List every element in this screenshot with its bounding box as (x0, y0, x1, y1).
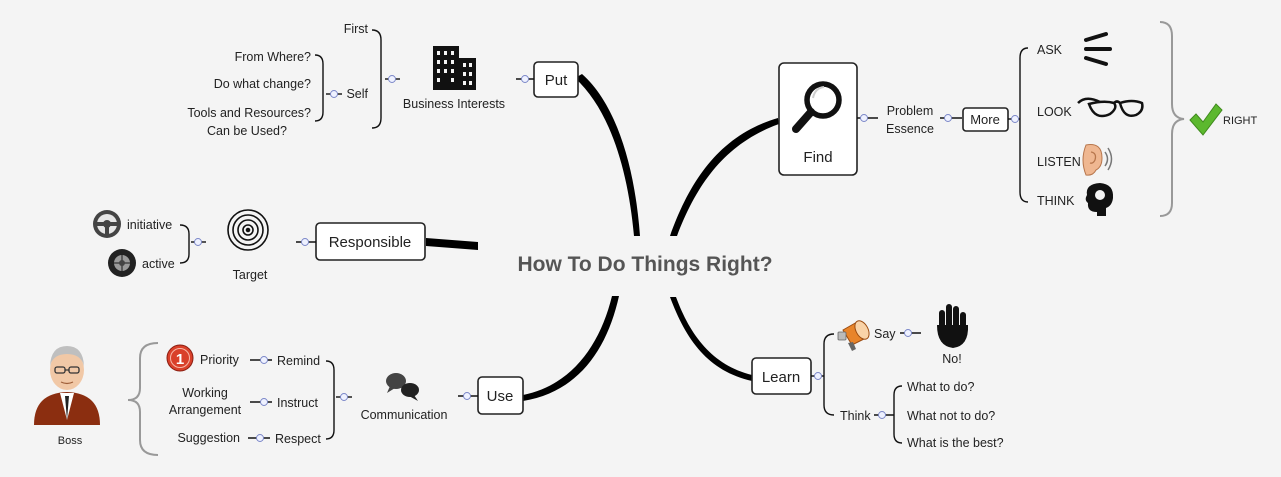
think-label[interactable]: THINK (1037, 194, 1075, 208)
bracket-target (179, 224, 190, 264)
branch-use (523, 296, 619, 401)
working-arrangement-label-line2: Arrangement (169, 403, 242, 417)
bracket-self (314, 54, 324, 122)
responsible-branch: Responsible Target initiative (93, 209, 426, 282)
problem-essence-label-line2: Essence (886, 122, 934, 136)
collapse-toggle-self[interactable] (330, 90, 338, 98)
what-is-best-label[interactable]: What is the best? (907, 436, 1004, 450)
bracket-more (1019, 47, 1029, 203)
collapse-toggle-communication[interactable] (340, 393, 348, 401)
target-label[interactable]: Target (233, 268, 268, 282)
ask-label[interactable]: ASK (1037, 43, 1063, 57)
collapse-toggle-use[interactable] (463, 392, 471, 400)
put-branch: Put Business Interests First Self From W… (187, 22, 579, 138)
tire-icon (108, 249, 136, 277)
stop-hand-icon (937, 304, 969, 348)
find-branch: Find Problem Essence More ASK LOOK LISTE… (778, 21, 1258, 217)
collapse-toggle-target[interactable] (194, 238, 202, 246)
find-label: Find (803, 149, 832, 166)
bracket-business (371, 29, 382, 129)
steering-wheel-icon (93, 210, 121, 238)
boss-avatar-icon (34, 346, 100, 425)
tools-resources-label[interactable]: Tools and Resources? (187, 106, 311, 120)
priority-badge-number: 1 (176, 351, 184, 368)
main-branches (426, 74, 779, 401)
learn-label: Learn (762, 369, 800, 386)
branch-learn (670, 297, 752, 381)
collapse-toggle-learn[interactable] (814, 372, 822, 380)
checkmark-icon (1189, 103, 1223, 136)
collapse-toggle-respect[interactable] (256, 434, 264, 442)
use-branch: Use Communication Remind Instruct Respec… (34, 342, 524, 456)
collapse-toggle-responsible[interactable] (301, 238, 309, 246)
self-label[interactable]: Self (346, 87, 368, 101)
look-label[interactable]: LOOK (1037, 105, 1072, 119)
working-arrangement-label[interactable]: Working (182, 386, 228, 400)
collapse-toggle-say[interactable] (904, 329, 912, 337)
office-building-icon (433, 46, 476, 90)
instruct-label[interactable]: Instruct (277, 396, 319, 410)
priority-label[interactable]: Priority (200, 353, 240, 367)
ear-icon (1082, 144, 1113, 176)
head-icon (1085, 183, 1114, 216)
boss-label[interactable]: Boss (58, 435, 83, 447)
collapse-toggle-business[interactable] (388, 75, 396, 83)
initiative-label[interactable]: initiative (127, 218, 172, 232)
say-label[interactable]: Say (874, 327, 896, 341)
business-interests-label[interactable]: Business Interests (403, 97, 505, 111)
megaphone-icon (837, 320, 870, 351)
central-topic-title[interactable]: How To Do Things Right? (517, 253, 772, 276)
think-learn-label[interactable]: Think (840, 409, 871, 423)
collapse-toggle-think[interactable] (878, 411, 886, 419)
no-label[interactable]: No! (942, 352, 961, 366)
branch-find (670, 118, 779, 236)
branch-put (575, 74, 640, 236)
collapse-toggle-problem[interactable] (944, 114, 952, 122)
from-where-label[interactable]: From Where? (235, 50, 311, 64)
ask-lines-icon (1084, 32, 1112, 66)
target-rings-icon (227, 209, 269, 251)
problem-essence-label[interactable]: Problem (887, 104, 934, 118)
what-not-to-do-label[interactable]: What not to do? (907, 409, 995, 423)
responsible-label: Responsible (329, 234, 412, 251)
collapse-toggle-instruct[interactable] (260, 398, 268, 406)
first-label[interactable]: First (344, 22, 369, 36)
right-brace (1159, 21, 1185, 217)
collapse-toggle-remind[interactable] (260, 356, 268, 364)
collapse-toggle-more[interactable] (1011, 115, 1019, 123)
communication-label[interactable]: Communication (361, 408, 448, 422)
respect-label[interactable]: Respect (275, 432, 321, 446)
glasses-icon (1077, 97, 1144, 118)
collapse-toggle-put[interactable] (521, 75, 529, 83)
magnifier-icon (792, 81, 842, 133)
branch-responsible (426, 238, 478, 250)
bracket-communication (325, 360, 335, 440)
active-label[interactable]: active (142, 257, 175, 271)
bracket-learn (823, 333, 835, 416)
do-what-change-label[interactable]: Do what change? (214, 77, 311, 91)
collapse-toggle-find[interactable] (860, 114, 868, 122)
boss-brace (127, 342, 159, 456)
right-label[interactable]: RIGHT (1223, 115, 1258, 127)
number-one-badge-icon: 1 (166, 344, 194, 372)
listen-label[interactable]: LISTEN (1037, 155, 1081, 169)
tools-resources-label-line2: Can be Used? (207, 124, 287, 138)
more-label: More (970, 112, 1000, 127)
speech-bubbles-icon (386, 373, 419, 401)
what-to-do-label[interactable]: What to do? (907, 380, 974, 394)
suggestion-label[interactable]: Suggestion (177, 431, 240, 445)
use-label: Use (487, 388, 514, 405)
bracket-think (893, 385, 903, 444)
learn-branch: Learn Say No! Think What to do? What not… (751, 304, 1004, 450)
remind-label[interactable]: Remind (277, 354, 320, 368)
put-label: Put (545, 72, 568, 89)
